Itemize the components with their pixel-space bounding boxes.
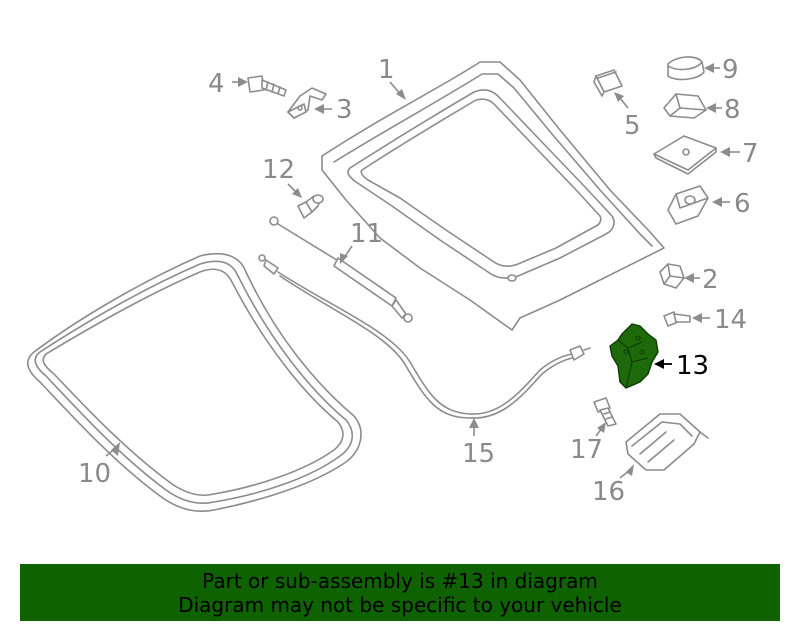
callout-7: 7: [720, 139, 759, 169]
callout-13: 13: [654, 351, 709, 381]
banner-line-2: Diagram may not be specific to your vehi…: [178, 593, 622, 617]
callout-2: 2: [684, 265, 719, 295]
callout-15: 15: [462, 418, 495, 469]
part-3-hinge: [287, 87, 327, 119]
banner-line-1: Part or sub-assembly is #13 in diagram: [202, 569, 598, 593]
callout-5: 5: [614, 92, 641, 141]
callout-14-label: 14: [714, 305, 747, 335]
callout-4: 4: [208, 69, 248, 99]
callout-17: 17: [570, 422, 606, 465]
part-2-nut: [659, 263, 685, 289]
callout-8: 8: [706, 95, 741, 125]
callout-16-label: 16: [592, 477, 625, 507]
part-6-cover: [667, 185, 709, 225]
callout-11: 11: [340, 219, 383, 264]
part-4-bolt: [247, 75, 287, 97]
callout-4-label: 4: [208, 69, 225, 99]
part-15-cable: [258, 254, 591, 419]
callout-1-label: 1: [378, 55, 395, 85]
callout-3: 3: [314, 95, 353, 125]
callout-16: 16: [592, 464, 634, 507]
callout-7-label: 7: [742, 139, 759, 169]
callout-10-label: 10: [78, 459, 111, 489]
part-10-weatherstrip: [27, 252, 362, 512]
callout-6-label: 6: [734, 189, 751, 219]
callout-12: 12: [262, 155, 302, 198]
callout-9-label: 9: [722, 55, 739, 85]
callout-17-label: 17: [570, 435, 603, 465]
info-banner: Part or sub-assembly is #13 in diagram D…: [20, 564, 780, 621]
callout-15-label: 15: [462, 439, 495, 469]
callout-5-label: 5: [624, 111, 641, 141]
part-13-latch: [609, 323, 659, 389]
part-5-bumper: [593, 69, 623, 97]
part-8-pad: [663, 93, 707, 119]
callout-10: 10: [78, 442, 120, 489]
callout-9: 9: [704, 55, 739, 85]
part-16-actuator: [625, 413, 709, 471]
part-11-gas-strut: [269, 216, 413, 323]
callout-14: 14: [692, 305, 747, 335]
callout-6: 6: [712, 189, 751, 219]
part-1-back-door: [321, 61, 665, 331]
callout-12-label: 12: [262, 155, 295, 185]
callout-13-label: 13: [676, 351, 709, 381]
callout-2-label: 2: [702, 265, 719, 295]
part-12-ball-stud: [297, 194, 324, 219]
callout-3-label: 3: [336, 95, 353, 125]
part-7-plate: [653, 135, 717, 175]
part-9-cap: [667, 56, 705, 81]
callout-8-label: 8: [724, 95, 741, 125]
callout-11-label: 11: [350, 219, 383, 249]
part-17-bolt: [593, 397, 617, 427]
callout-1: 1: [378, 55, 406, 100]
parts-diagram: 1 4 3 12: [27, 55, 759, 512]
part-14-bolt: [663, 311, 691, 327]
